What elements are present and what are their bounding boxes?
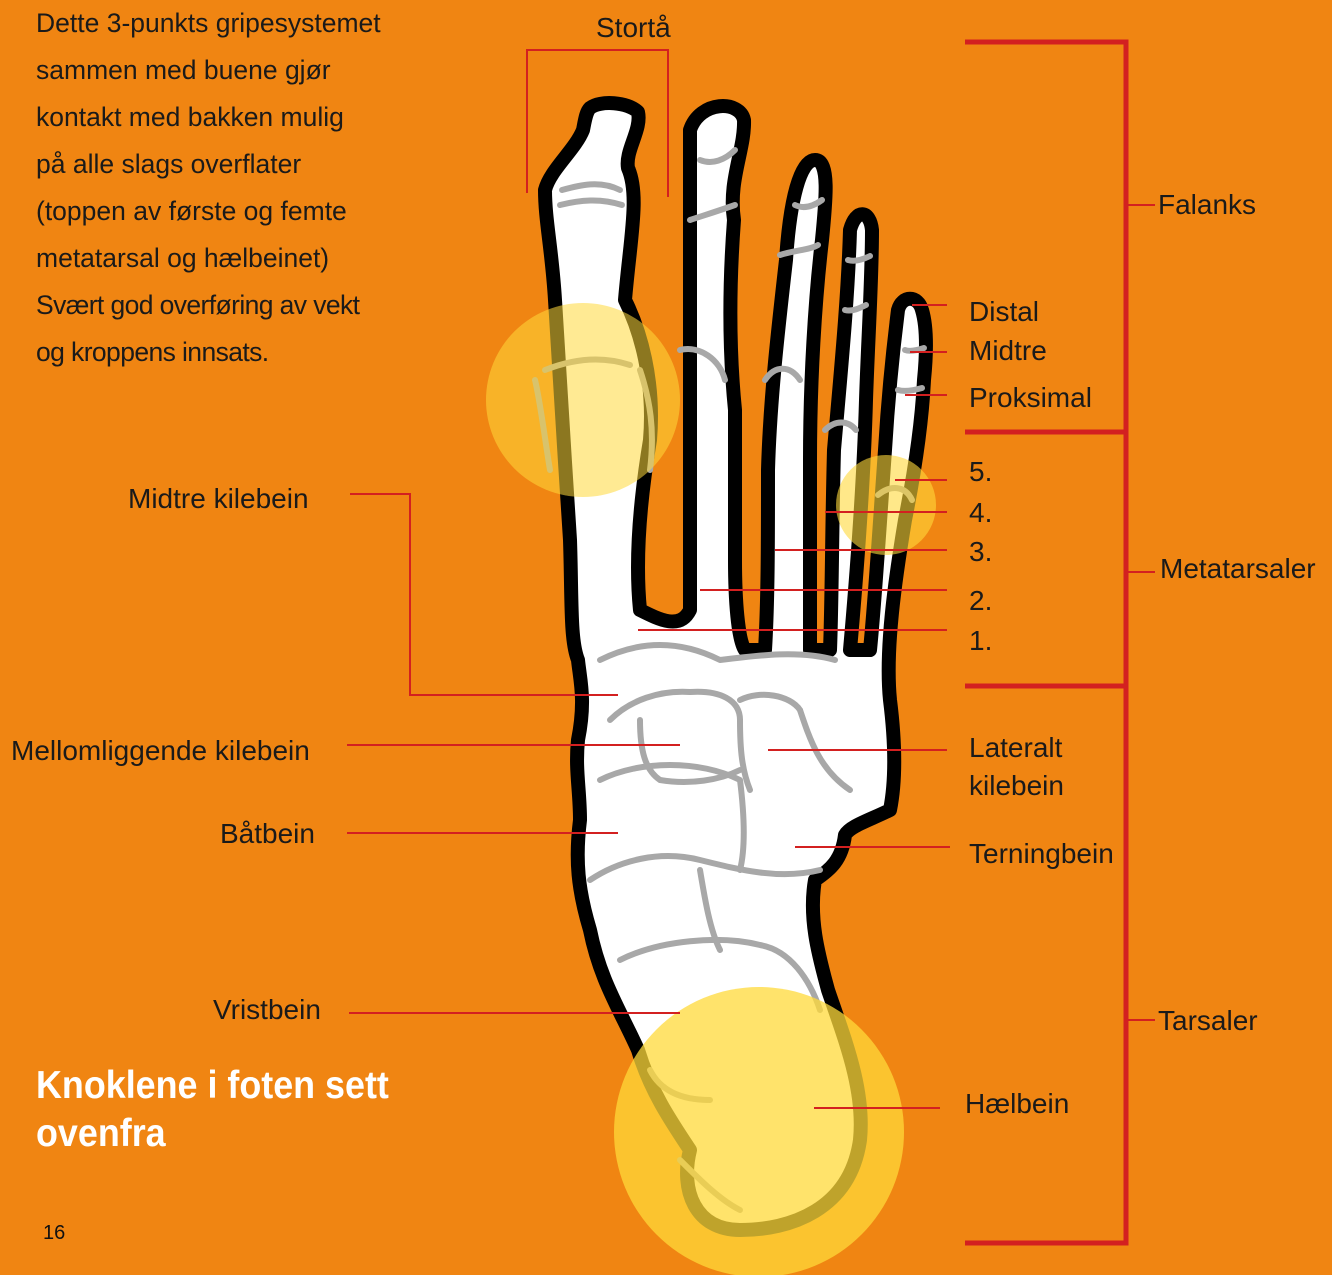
label-middle-cuneiform: Midtre kilebein [128,483,309,515]
label-metatarsal-1: 1. [969,625,992,657]
label-intermediate-cuneiform: Mellomliggende kilebein [11,735,310,767]
label-lateral-cuneiform-line2: kilebein [969,770,1064,802]
label-phalanges: Falanks [1158,189,1256,221]
highlight-fifth-metatarsal [836,455,936,555]
highlight-heel [614,987,904,1275]
label-middle-phalanx: Midtre [969,335,1047,367]
label-navicular: Båtbein [220,818,315,850]
label-calcaneus: Hælbein [965,1088,1069,1120]
label-lateral-cuneiform-line1: Lateralt [969,732,1062,764]
label-big-toe: Stortå [596,12,671,44]
label-cuboid: Terningbein [969,838,1114,870]
highlight-big-toe-joint [486,303,680,497]
label-metatarsal-5: 5. [969,456,992,488]
label-metatarsal-2: 2. [969,585,992,617]
page-title: Knoklene i foten sett ovenfra [36,1062,459,1158]
label-talus: Vristbein [213,994,321,1026]
label-proximal: Proksimal [969,382,1092,414]
label-distal: Distal [969,296,1039,328]
label-tarsals: Tarsaler [1158,1005,1258,1037]
label-metatarsal-4: 4. [969,497,992,529]
label-metatarsals: Metatarsaler [1160,553,1316,585]
region-brackets [965,42,1155,1243]
label-metatarsal-3: 3. [969,536,992,568]
page-number: 16 [43,1222,65,1245]
